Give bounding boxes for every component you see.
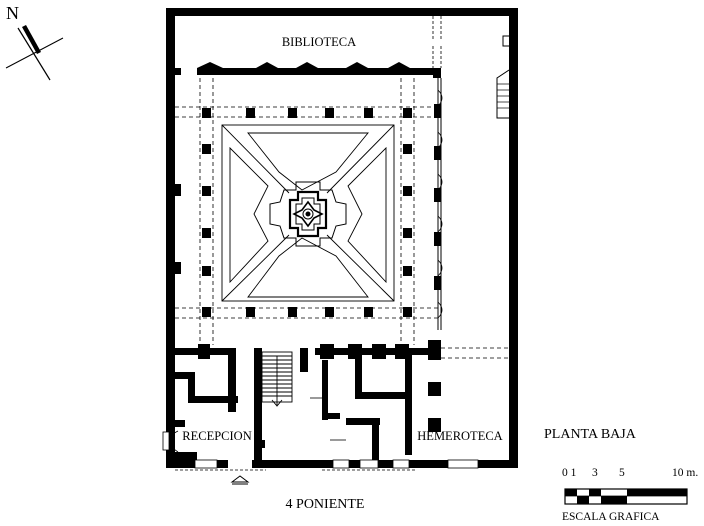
room-label-biblioteca: BIBLIOTECA — [282, 35, 356, 49]
scale-bar: 0 1 3 5 10 m. ESCALA GRAFICA — [562, 467, 698, 523]
courtyard-columns — [175, 108, 412, 317]
library-wall — [175, 16, 444, 75]
north-label: N — [6, 3, 19, 23]
compass-crossline — [5, 37, 64, 69]
street-label: 4 PONIENTE — [286, 497, 365, 512]
main-staircase — [261, 351, 293, 407]
scale-tick-0-1: 0 1 — [562, 467, 577, 479]
door-swings — [162, 397, 346, 453]
scale-tick-5: 5 — [619, 467, 625, 479]
scale-caption: ESCALA GRAFICA — [562, 511, 660, 523]
room-label-recepcion: RECEPCION — [182, 429, 251, 443]
plan-title: PLANTA BAJA — [544, 427, 637, 442]
south-wing-walls — [175, 340, 441, 468]
compass-needle-head — [22, 25, 41, 54]
compass-needle-line — [17, 27, 51, 81]
scale-tick-10: 10 m. — [672, 467, 698, 479]
entrance-arrow — [230, 475, 250, 483]
room-label-hemeroteca: HEMEROTECA — [417, 429, 502, 443]
fountain — [269, 181, 347, 247]
north-arrow: N — [5, 3, 64, 81]
bottom-openings — [175, 459, 479, 485]
east-corridor-wall — [433, 35, 510, 330]
courtyard-gallery-lines — [175, 78, 509, 359]
scale-tick-3: 3 — [592, 467, 598, 479]
courtyard-pattern — [221, 124, 395, 302]
